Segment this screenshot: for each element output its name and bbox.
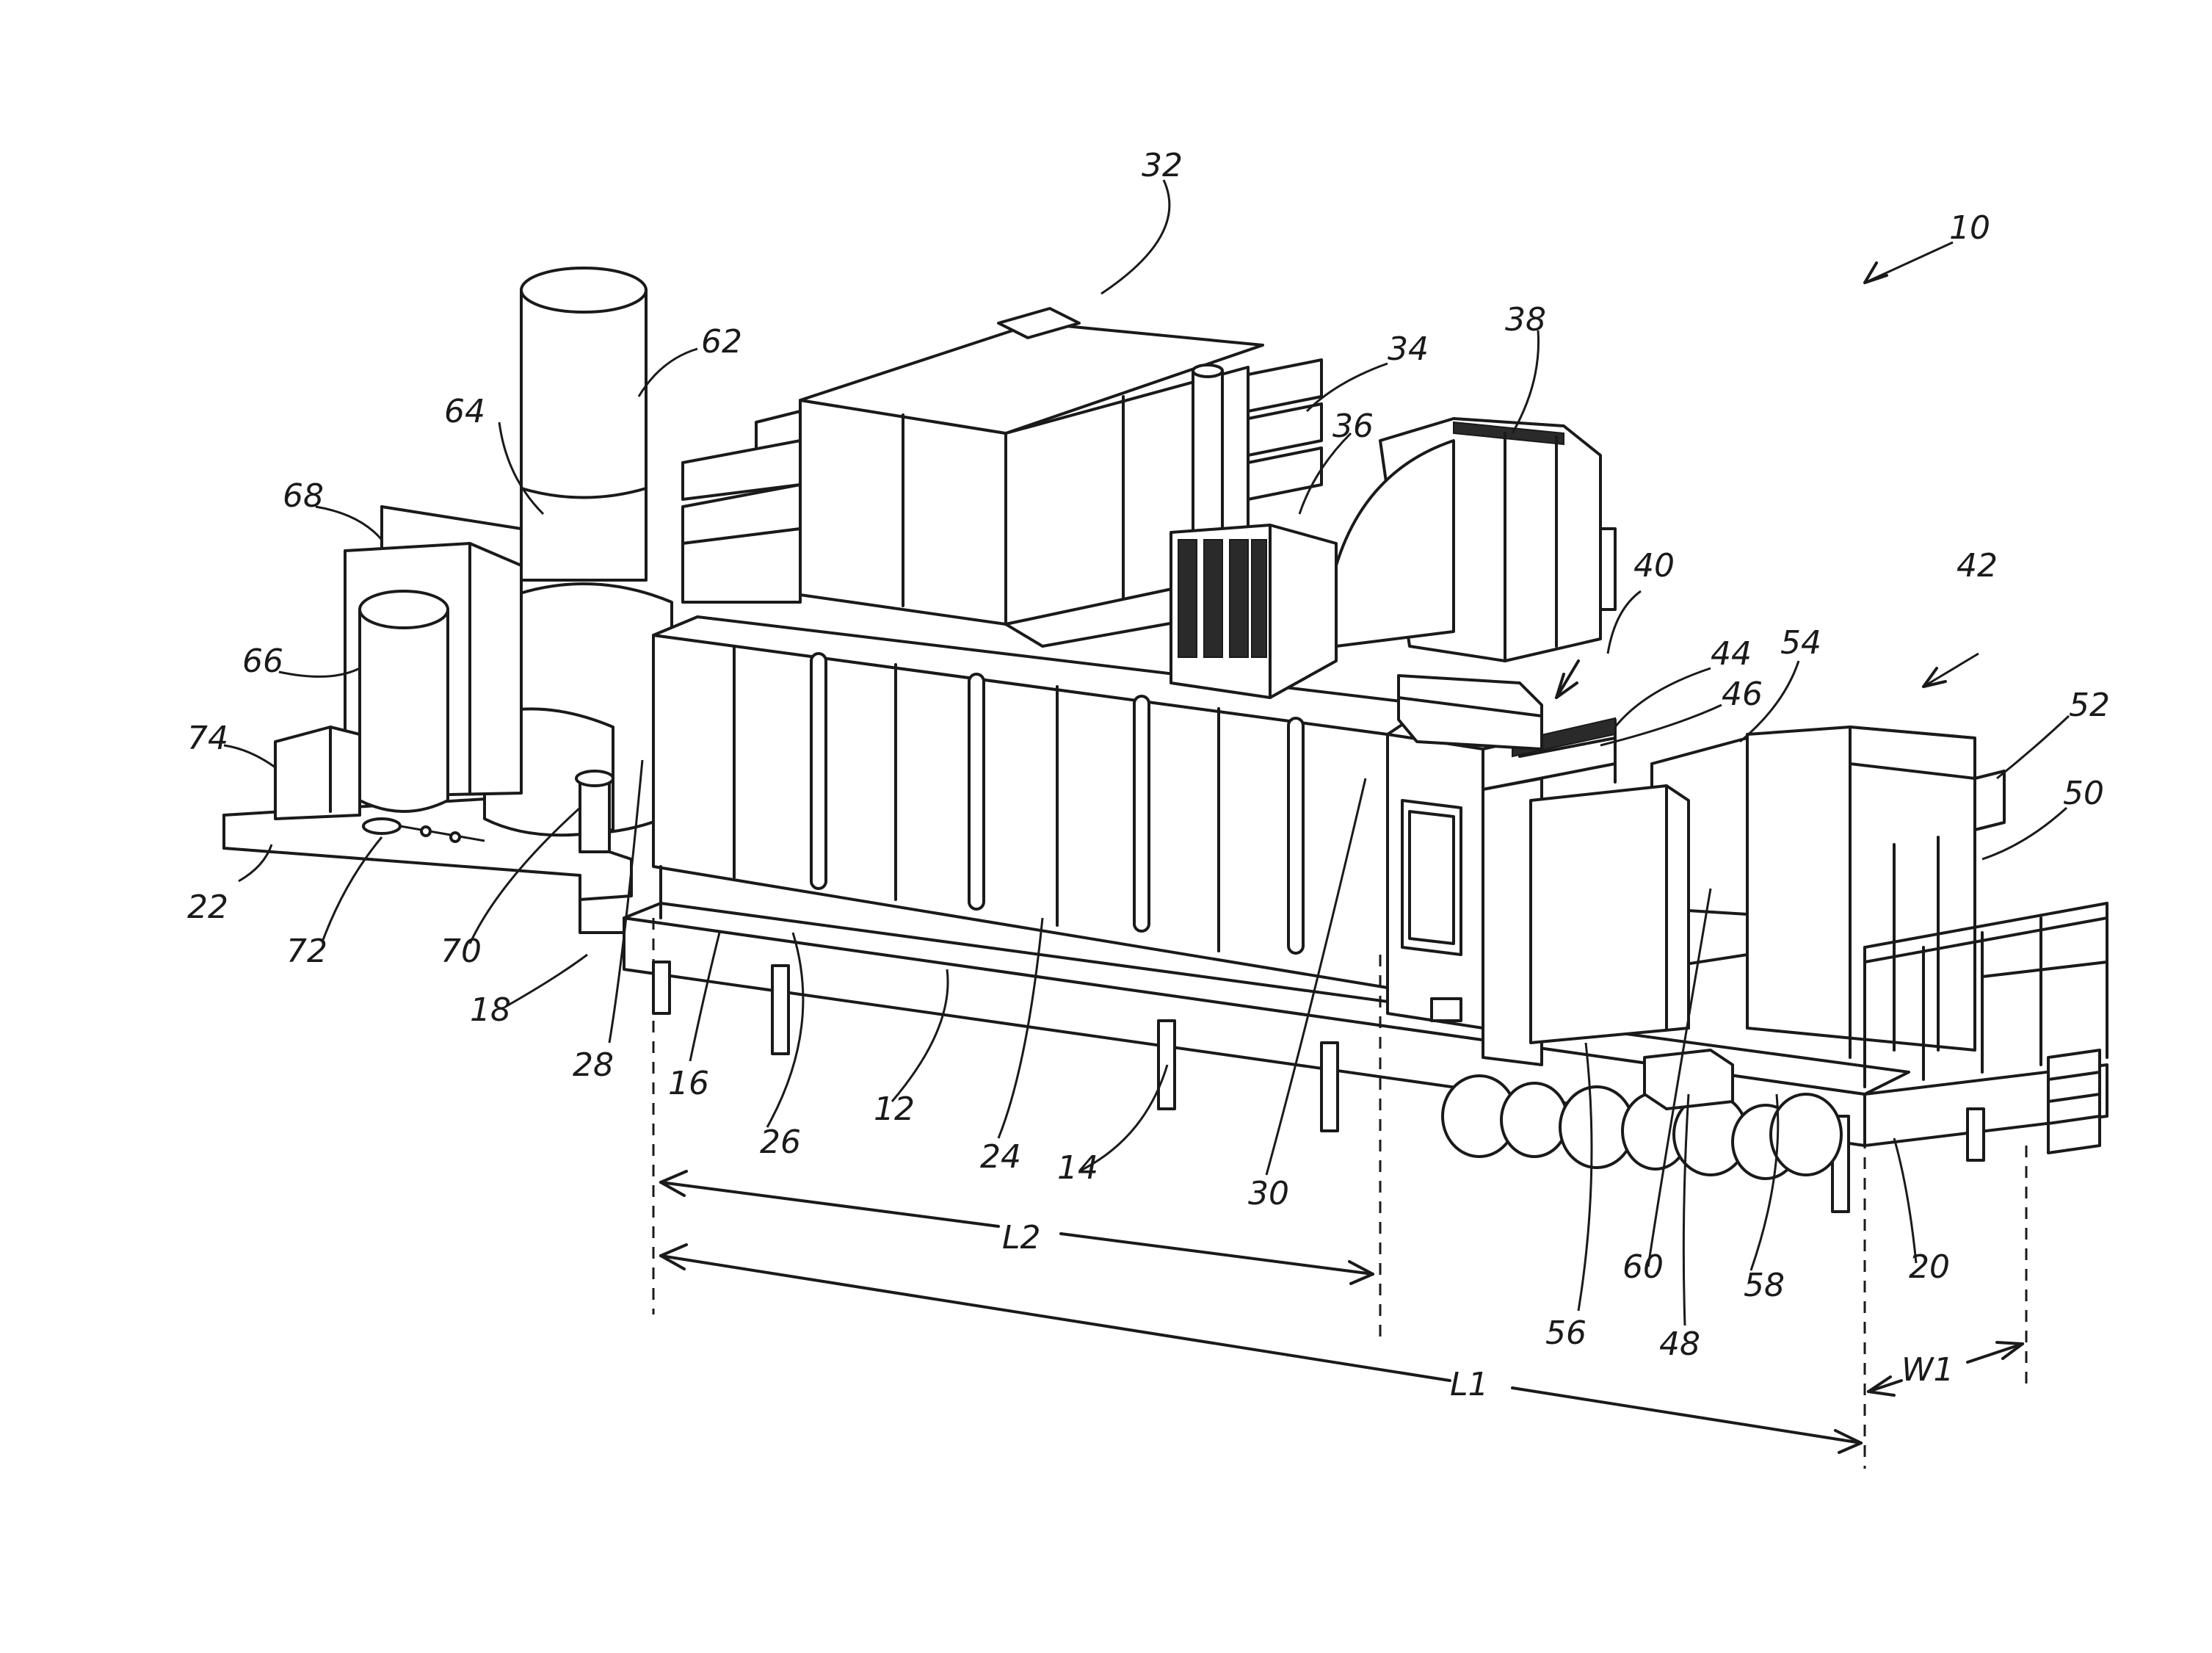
dimension-labels: L2 L1 W1 bbox=[1002, 1219, 1954, 1403]
ref-42: 42 bbox=[1957, 547, 1998, 585]
stairs bbox=[2048, 1050, 2100, 1153]
cabinet-56 bbox=[1531, 786, 1689, 1043]
ref-44: 44 bbox=[1711, 635, 1752, 673]
ref-40: 40 bbox=[1633, 547, 1675, 585]
ref-74: 74 bbox=[187, 720, 228, 757]
ref-30: 30 bbox=[1248, 1175, 1289, 1212]
valve bbox=[576, 771, 613, 852]
ref-64: 64 bbox=[444, 393, 485, 430]
ref-10: 10 bbox=[1949, 209, 1990, 247]
ref-12: 12 bbox=[874, 1090, 915, 1128]
ref-56: 56 bbox=[1545, 1314, 1587, 1352]
ref-72: 72 bbox=[286, 933, 327, 970]
ref-14: 14 bbox=[1057, 1149, 1098, 1187]
ref-38: 38 bbox=[1505, 301, 1546, 339]
ref-62: 62 bbox=[701, 323, 742, 361]
dim-w1: W1 bbox=[1901, 1351, 1954, 1389]
ref-16: 16 bbox=[668, 1065, 709, 1102]
ref-52: 48 bbox=[1659, 1325, 1700, 1363]
ref-36: 36 bbox=[1332, 408, 1374, 445]
dim-l2: L2 bbox=[1002, 1219, 1041, 1256]
ref-50: 52 bbox=[2069, 687, 2110, 724]
ref-58: 58 bbox=[1744, 1267, 1785, 1304]
ref-70: 70 bbox=[440, 933, 482, 970]
tank bbox=[360, 591, 448, 811]
ref-28: 28 bbox=[573, 1046, 614, 1084]
ref-24: 24 bbox=[980, 1138, 1021, 1176]
grille-slats bbox=[1178, 540, 1266, 657]
small-box bbox=[275, 727, 360, 819]
ref-34: 34 bbox=[1388, 330, 1429, 368]
ref-22: 22 bbox=[187, 889, 228, 926]
dim-l1: L1 bbox=[1450, 1366, 1489, 1403]
ref-46: 46 bbox=[1722, 676, 1763, 713]
generator-housing bbox=[1388, 734, 1483, 1028]
control-cabinets bbox=[1652, 727, 2004, 1057]
ref-60: 60 bbox=[1622, 1248, 1664, 1286]
vent-grille bbox=[1171, 525, 1336, 698]
ref-26: 26 bbox=[760, 1124, 801, 1161]
ref-68: 68 bbox=[283, 477, 324, 515]
ref-32: 32 bbox=[1142, 147, 1183, 184]
ref-54: 54 bbox=[1780, 624, 1821, 662]
ref-66: 66 bbox=[242, 643, 283, 680]
ref-48: 50 bbox=[2063, 775, 2104, 812]
ref-20: 20 bbox=[1909, 1248, 1950, 1286]
ref-18: 18 bbox=[470, 991, 511, 1029]
